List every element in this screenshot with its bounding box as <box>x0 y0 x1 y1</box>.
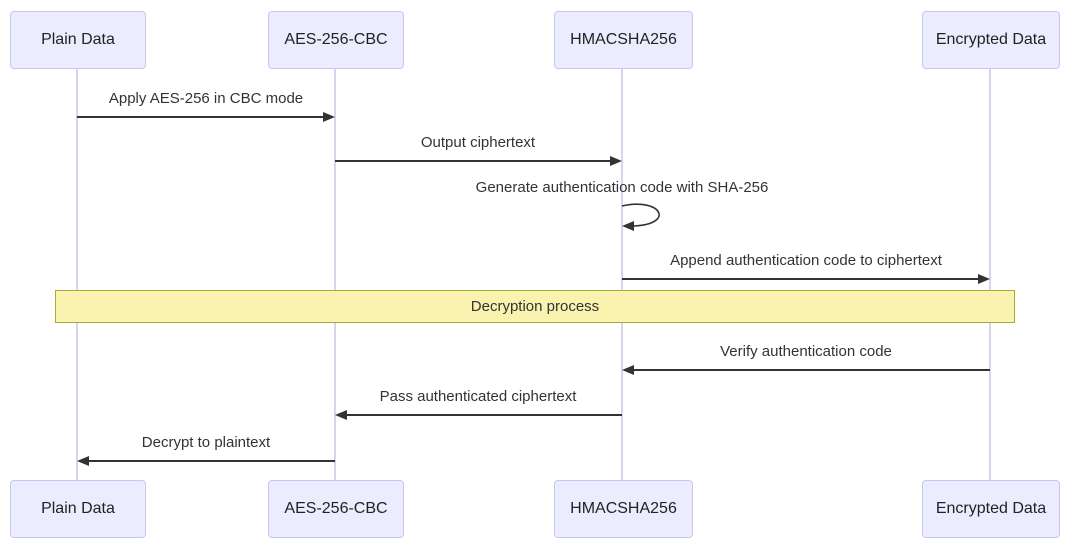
message-label-verify-auth-code: Verify authentication code <box>720 343 892 360</box>
arrowhead-right-icon <box>323 112 335 122</box>
actor-top-plain-data: Plain Data <box>10 11 146 69</box>
message-label-apply-aes: Apply AES-256 in CBC mode <box>108 90 304 107</box>
lifeline-encrypted-data <box>989 69 991 480</box>
actor-top-aes-256-cbc: AES-256-CBC <box>268 11 404 69</box>
message-line-pass-ciphertext <box>346 414 622 416</box>
actor-bottom-aes-256-cbc: AES-256-CBC <box>268 480 404 538</box>
actor-bottom-encrypted-data: Encrypted Data <box>922 480 1060 538</box>
message-label-pass-ciphertext: Pass authenticated ciphertext <box>379 388 577 405</box>
actor-bottom-plain-data: Plain Data <box>10 480 146 538</box>
message-label-decrypt-plaintext: Decrypt to plaintext <box>141 434 271 451</box>
message-line-append-auth-code <box>622 278 979 280</box>
arrowhead-left-icon <box>77 456 89 466</box>
message-line-decrypt-plaintext <box>88 460 335 462</box>
message-label-generate-auth-code: Generate authentication code with SHA-25… <box>475 179 769 196</box>
actor-top-hmacsha256: HMACSHA256 <box>554 11 693 69</box>
arrowhead-left-icon <box>335 410 347 420</box>
message-line-output-ciphertext <box>335 160 611 162</box>
lifeline-hmacsha256 <box>621 69 623 480</box>
actor-bottom-hmacsha256: HMACSHA256 <box>554 480 693 538</box>
decryption-process-band: Decryption process <box>55 290 1015 323</box>
message-label-output-ciphertext: Output ciphertext <box>420 134 536 151</box>
message-label-append-auth-code: Append authentication code to ciphertext <box>670 252 942 269</box>
lifeline-plain-data <box>76 69 78 480</box>
arrowhead-left-icon <box>622 365 634 375</box>
arrowhead-right-icon <box>978 274 990 284</box>
arrowhead-right-icon <box>610 156 622 166</box>
actor-top-encrypted-data: Encrypted Data <box>922 11 1060 69</box>
self-loop-arrow <box>621 203 660 231</box>
band-label: Decryption process <box>470 298 600 315</box>
lifeline-aes-256-cbc <box>334 69 336 480</box>
message-line-apply-aes <box>77 116 325 118</box>
message-line-verify-auth-code <box>633 369 990 371</box>
